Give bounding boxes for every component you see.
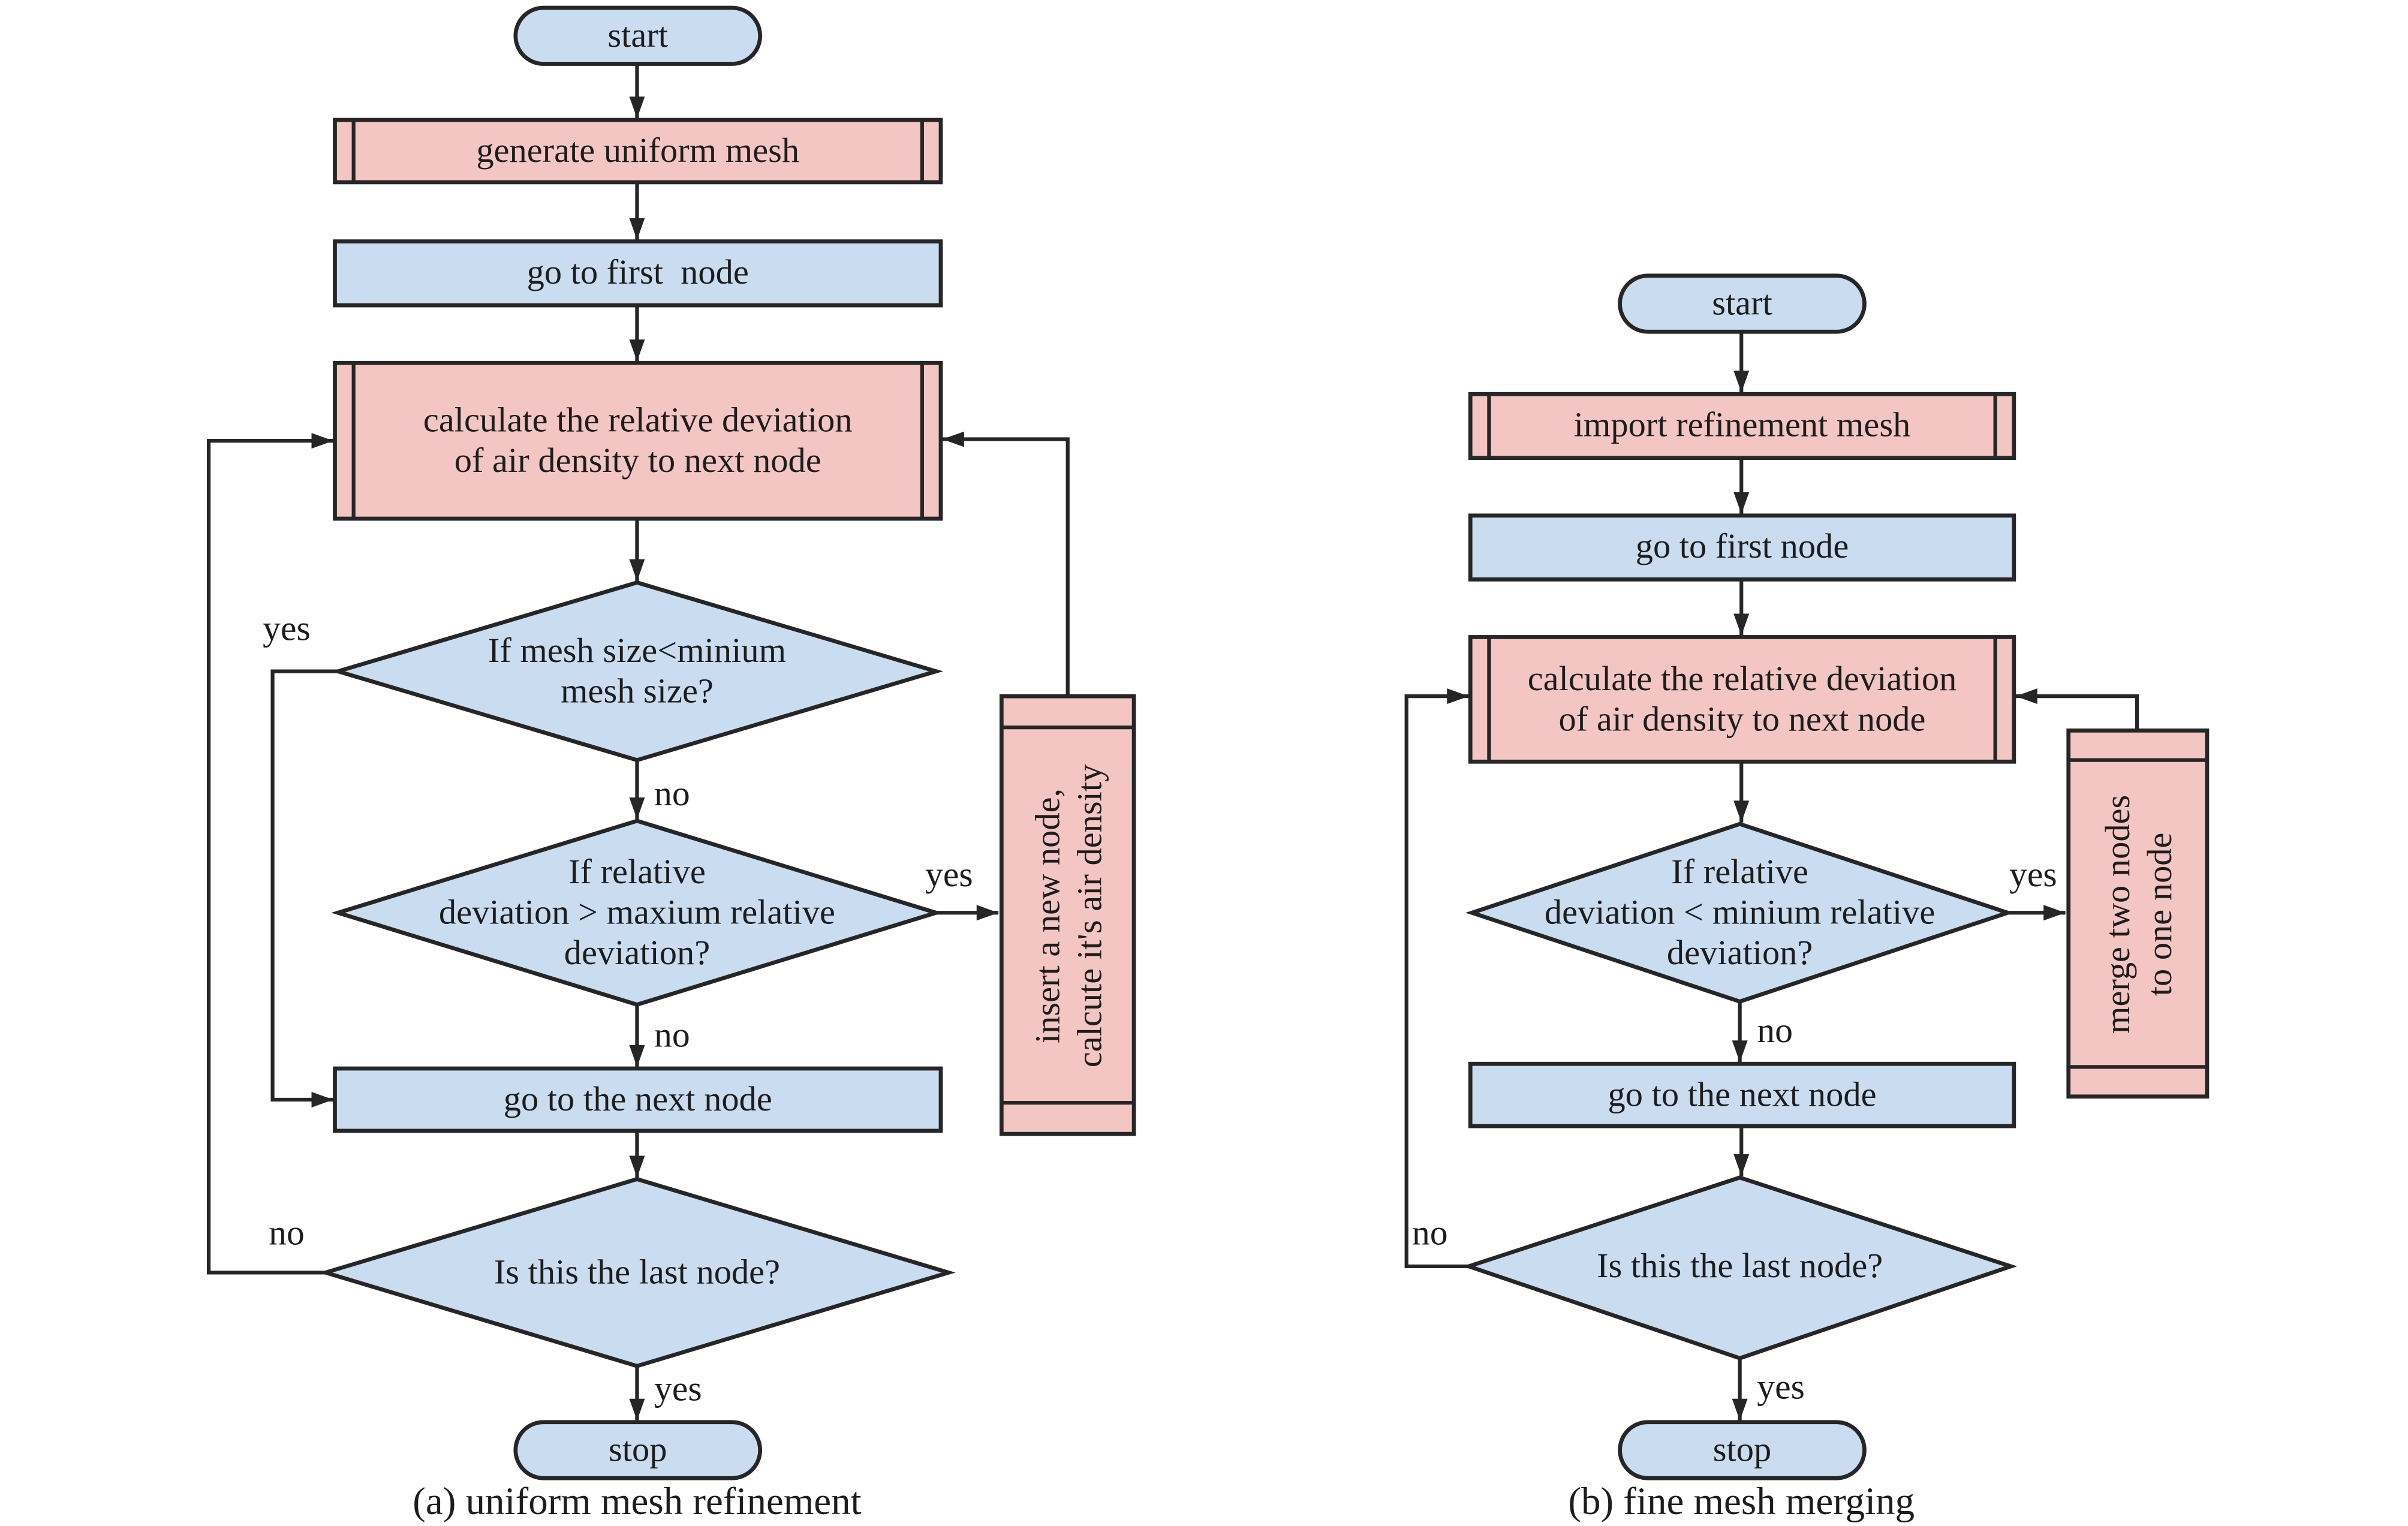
deviation-decision-line1: If relative: [568, 851, 706, 891]
arrow-lastnode-no-loop-to-calculate: [1404, 688, 1469, 1269]
flowchart-a-shapes: [206, 5, 1136, 1480]
merge-nodes-label-b: merge two nodes to one node: [2077, 742, 2199, 1085]
deviation-decision-label-b: If relative deviation < minium relative …: [1491, 850, 1989, 975]
deviation-decision-line2: deviation < minium relative: [1544, 892, 1936, 932]
branch-label-yes-deviation-b: yes: [2009, 855, 2057, 895]
go-first-node-process-box-b: [1468, 513, 2016, 582]
branch-label-no-meshsize-a: no: [654, 774, 690, 813]
merge-nodes-line2: to one node: [2139, 832, 2178, 995]
branch-label-no-deviation-a: no: [654, 1015, 690, 1055]
start-label-b: start: [1712, 283, 1772, 323]
branch-label-yes-meshsize-a: yes: [263, 609, 311, 648]
calculate-deviation-line2: of air density to next node: [1558, 699, 1926, 739]
start-label-a: start: [607, 15, 669, 55]
insert-node-predefined-box-a: [999, 694, 1136, 1136]
calculate-deviation-label-a: calculate the relative deviation of air …: [355, 363, 920, 519]
arrow-lastnode-no-loop-to-calculate: [206, 433, 333, 1275]
deviation-decision-line1: If relative: [1671, 851, 1809, 891]
insert-node-line2: calcute it's air density: [1069, 763, 1109, 1067]
mesh-size-decision-label-a: If mesh size<minium mesh size?: [388, 621, 886, 721]
last-node-decision-label-b: Is this the last node?: [1597, 1246, 1883, 1285]
stop-terminator-a: [513, 1420, 763, 1480]
insert-node-line1: insert a new node,: [1027, 787, 1067, 1043]
generate-mesh-label-a: generate uniform mesh: [476, 131, 800, 170]
go-first-node-label-b: go to first node: [1635, 527, 1849, 567]
arrow-insert-back-to-calculate: [942, 431, 1070, 697]
import-mesh-predefined-box-b: [1468, 392, 2016, 460]
mesh-size-decision-line2: mesh size?: [561, 671, 714, 711]
calculate-deviation-line1: calculate the relative deviation: [1527, 658, 1957, 698]
deviation-decision-line3: deviation?: [564, 933, 711, 973]
generate-mesh-predefined-box-a: [333, 118, 943, 185]
branch-label-yes-deviation-a: yes: [925, 855, 973, 895]
calculate-deviation-label-b: calculate the relative deviation of air …: [1491, 637, 1994, 762]
go-next-node-process-box-b: [1468, 1061, 2016, 1128]
caption-a: (a) uniform mesh refinement: [413, 1481, 862, 1524]
deviation-decision-line3: deviation?: [1666, 933, 1813, 973]
arrow-merge-back-to-calculate: [2015, 688, 2139, 731]
deviation-decision-label-a: If relative deviation > maxium relative …: [388, 850, 886, 975]
calculate-deviation-predefined-box-a: [333, 360, 943, 521]
caption-b: (b) fine mesh merging: [1568, 1481, 1915, 1524]
go-first-node-label-a: go to first node: [526, 253, 749, 292]
mesh-size-decision-line1: If mesh size<minium: [487, 630, 787, 670]
stop-terminator-b: [1618, 1420, 1867, 1480]
last-node-decision-label-a: Is this the last node?: [493, 1252, 781, 1292]
stop-label-a: stop: [609, 1429, 667, 1469]
calculate-deviation-line2: of air density to next node: [454, 441, 821, 480]
branch-label-yes-lastnode-a: yes: [654, 1369, 702, 1408]
branch-label-yes-lastnode-b: yes: [1757, 1367, 1805, 1407]
flowchart-b-shapes: [1404, 273, 2210, 1480]
calculate-deviation-line1: calculate the relative deviation: [423, 400, 853, 440]
merge-nodes-line1: merge two nodes: [2097, 794, 2136, 1033]
branch-label-no-lastnode-b: no: [1411, 1213, 1448, 1253]
calculate-deviation-predefined-box-b: [1468, 635, 2016, 764]
deviation-decision-line2: deviation > maxium relative: [438, 892, 836, 932]
branch-label-no-deviation-b: no: [1757, 1010, 1793, 1050]
branch-label-no-lastnode-a: no: [269, 1213, 305, 1253]
arrow-meshsize-yes-to-gonext: [270, 669, 338, 1107]
go-next-node-label-b: go to the next node: [1608, 1074, 1877, 1114]
merge-nodes-predefined-box-b: [2066, 728, 2210, 1099]
insert-node-label-a: insert a new node, calcute it's air dens…: [1007, 703, 1128, 1127]
go-next-node-label-a: go to the next node: [503, 1079, 772, 1119]
stop-label-b: stop: [1712, 1429, 1772, 1469]
import-mesh-label-b: import refinement mesh: [1573, 405, 1911, 445]
